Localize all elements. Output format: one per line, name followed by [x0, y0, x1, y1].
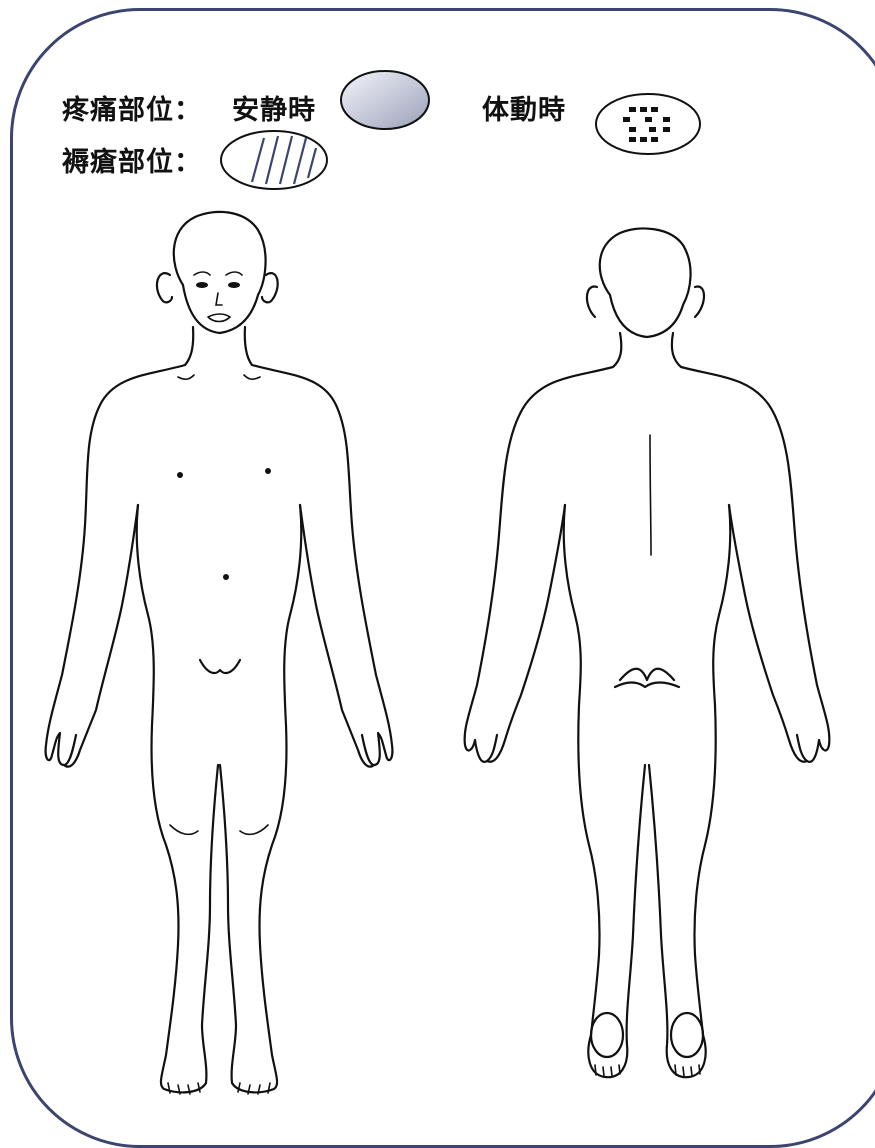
- back-left-arm-outer: [465, 333, 622, 762]
- front-groin: [200, 660, 240, 673]
- front-clavicle-left: [178, 375, 194, 379]
- front-nipple-left: [177, 472, 183, 478]
- back-left-leg: [564, 505, 645, 1077]
- back-right-leg: [649, 505, 730, 1077]
- back-heel-right: [671, 1013, 703, 1057]
- front-knee-right: [240, 825, 268, 834]
- back-spine: [650, 435, 651, 555]
- back-head: [600, 229, 691, 337]
- front-ear-left: [157, 273, 172, 302]
- pressure-ulcer-label: 褥瘡部位：: [62, 140, 202, 179]
- front-brow-left: [194, 272, 210, 275]
- front-brow-right: [226, 272, 242, 275]
- movement-pain-symbol: [593, 90, 705, 158]
- front-nipple-right: [265, 468, 271, 474]
- front-eye-left: [196, 282, 208, 288]
- front-navel: [223, 574, 229, 580]
- front-left-arm-inner: [64, 505, 138, 767]
- back-ear-left: [587, 287, 597, 317]
- front-right-leg: [220, 505, 301, 1092]
- body-front-figure: [30, 205, 420, 1095]
- rest-pain-symbol: [338, 68, 434, 134]
- front-left-leg: [137, 505, 218, 1092]
- front-left-arm-outer: [46, 365, 185, 765]
- front-knee-left: [170, 825, 198, 834]
- front-neck-right: [245, 327, 252, 365]
- rest-label: 安静時: [232, 88, 316, 127]
- body-back-figure: [455, 225, 855, 1085]
- front-right-arm-outer: [252, 365, 392, 765]
- front-eye-right: [228, 282, 240, 288]
- back-buttock-top: [620, 669, 674, 680]
- back-ear-right: [695, 287, 704, 317]
- movement-label: 体動時: [482, 88, 566, 127]
- front-head: [174, 212, 266, 333]
- front-neck-left: [185, 327, 193, 365]
- front-nose: [216, 293, 222, 305]
- front-clavicle-right: [244, 375, 260, 379]
- front-mouth: [208, 314, 230, 322]
- pain-site-label: 疼痛部位：: [62, 88, 202, 127]
- back-right-arm-outer: [672, 333, 830, 762]
- back-buttock-crease: [615, 683, 679, 688]
- pressure-ulcer-symbol: [218, 128, 330, 194]
- back-heel-left: [591, 1013, 623, 1057]
- front-right-arm-inner: [300, 505, 374, 767]
